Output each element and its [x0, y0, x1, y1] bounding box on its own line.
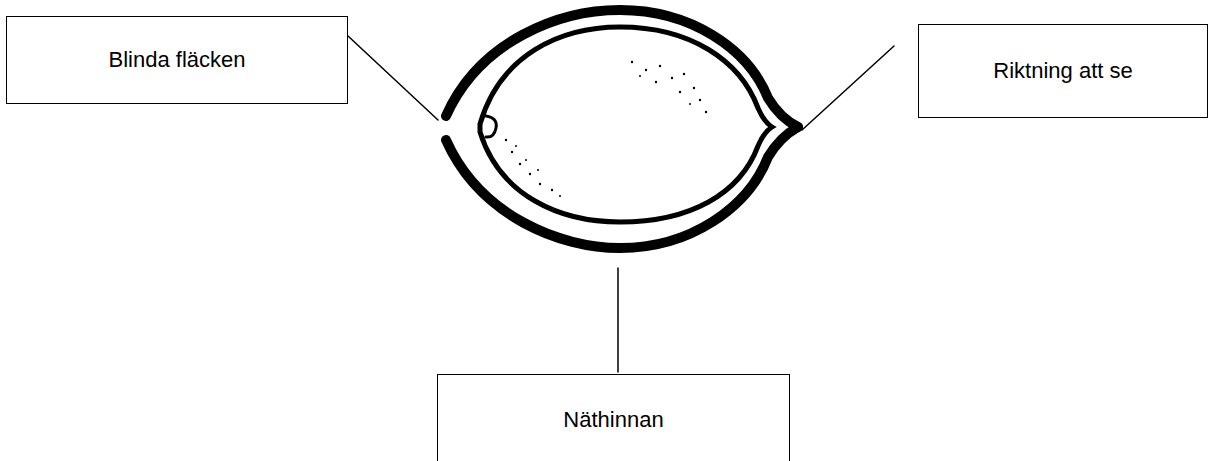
leader-line	[617, 268, 619, 372]
label-text: Näthinnan	[551, 407, 675, 433]
label-text: Blinda fläcken	[97, 47, 258, 73]
blind-spot-notch	[486, 116, 496, 137]
label-box: Näthinnan	[437, 374, 790, 461]
leader-line	[348, 36, 438, 120]
eye-outer-wall	[446, 127, 798, 248]
label-box: Blinda fläcken	[6, 16, 348, 104]
label-text: Riktning att se	[981, 58, 1144, 84]
label-box: Riktning att se	[918, 24, 1208, 118]
retina-dots	[505, 61, 707, 197]
leader-line	[802, 46, 894, 130]
eye-inner-wall	[480, 27, 772, 222]
